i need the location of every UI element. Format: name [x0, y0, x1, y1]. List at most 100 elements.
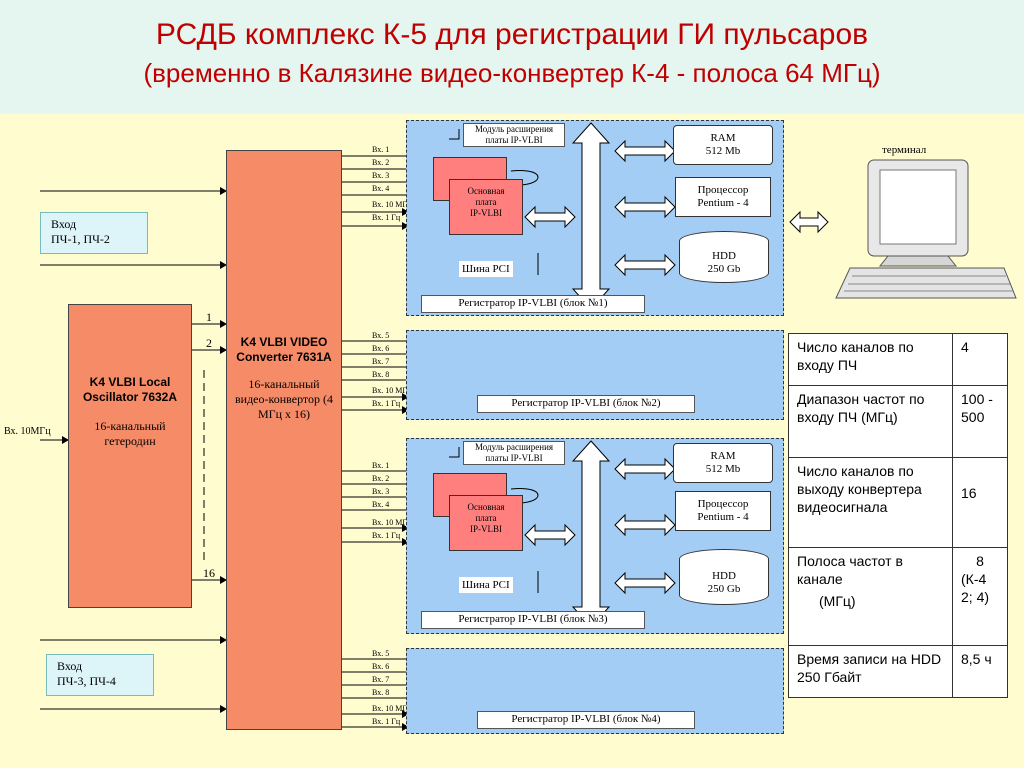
input-if34-box: Вход ПЧ-3, ПЧ-4 [46, 654, 154, 696]
in-label: Вх. 2 [372, 158, 390, 167]
channel-16-label: 16 [203, 566, 215, 580]
registrar-1-bus [449, 122, 676, 310]
hdd-line2: 250 Gb [707, 263, 741, 275]
registrar2-input-labels: Вх. 5 Вх. 6 Вх. 7 Вх. 8 Вх. 10 МГц Вх. 1… [372, 329, 412, 410]
terminal-label: терминал [882, 144, 927, 156]
registrar4-input-labels: Вх. 5 Вх. 6 Вх. 7 Вх. 8 Вх. 10 МГц Вх. 1… [372, 647, 412, 728]
table-row: Полоса частот в канале (МГц) 8 (К-4 2; 4… [788, 547, 1008, 646]
spec-param: Число каналов по выходу конвертера видео… [788, 457, 953, 548]
registrar-3: Основная плата IP-VLBI Модуль расширения… [406, 438, 784, 634]
mainboard-line2: плата [475, 197, 497, 207]
channel-2-label: 2 [206, 336, 212, 350]
registrar-4-label: Регистратор IP-VLBI (блок №4) [477, 711, 695, 729]
channel-1-label: 1 [206, 310, 212, 324]
main-board: Основная плата IP-VLBI [449, 179, 523, 235]
spec-value: 8 [976, 553, 984, 569]
oscillator-name: K4 VLBI Local Oscillator 7632A [82, 375, 178, 404]
input-if12-line1: Вход [51, 217, 77, 231]
hdd-line1: HDD [712, 570, 736, 582]
expansion-module-label: Модуль расширения платы IP-VLBI [463, 123, 565, 147]
local-oscillator-block: K4 VLBI Local Oscillator 7632A 16-каналь… [68, 304, 192, 608]
cpu-line1: Процессор [697, 184, 749, 196]
table-row: Время записи на HDD 250 Гбайт 8,5 ч [788, 645, 1008, 698]
in-label: Вх. 1 [372, 145, 390, 154]
page-subtitle: (временно в Калязине видео-конвертер К-4… [143, 58, 881, 88]
spec-param-unit: (МГц) [819, 593, 856, 609]
in-label: Вх. 10 МГц [372, 518, 412, 527]
spec-value: 4 [952, 333, 1008, 386]
page-title: РСДБ комплекс К-5 для регистрации ГИ пул… [155, 18, 869, 51]
spec-value: 8,5 ч [952, 645, 1008, 698]
in-label: Вх. 2 [372, 474, 390, 483]
registrar-1-label: Регистратор IP-VLBI (блок №1) [421, 295, 645, 313]
input-if12-line2: ПЧ-1, ПЧ-2 [51, 232, 110, 246]
module-line1: Модуль расширения [474, 442, 554, 452]
in-label: Вх. 1 Гц [372, 531, 401, 540]
ram-line1: RAM [710, 450, 736, 462]
hdd-drive: HDD 250 Gb [679, 549, 769, 605]
module-line2: платы IP-VLBI [485, 135, 543, 145]
table-row: Число каналов по выходу конвертера видео… [788, 457, 1008, 548]
in-label: Вх. 10 МГц [372, 386, 412, 395]
in-label: Вх. 1 Гц [372, 213, 401, 222]
input-if34-line1: Вход [57, 659, 83, 673]
spec-value: 100 - 500 [952, 385, 1008, 458]
in-label: Вх. 7 [372, 675, 390, 684]
registrar1-input-labels: Вх. 1 Вх. 2 Вх. 3 Вх. 4 Вх. 10 МГц Вх. 1… [372, 143, 412, 224]
spec-value: 16 [952, 457, 1008, 548]
pci-bus-label: Шина PCI [459, 577, 513, 593]
spec-value-note: (К-4 2; 4) [961, 571, 990, 605]
video-converter-block: K4 VLBI VIDEO Converter 7631A 16-канальн… [226, 150, 342, 730]
pci-bus-label: Шина PCI [459, 261, 513, 277]
in-label: Вх. 1 [372, 461, 390, 470]
in-label: Вх. 5 [372, 649, 390, 658]
registrar-2: Регистратор IP-VLBI (блок №2) [406, 330, 784, 420]
registrar-1: Основная плата IP-VLBI Модуль расширения… [406, 120, 784, 316]
table-row: Число каналов по входу ПЧ 4 [788, 333, 1008, 386]
in-label: Вх. 4 [372, 500, 390, 509]
ram-line2: 512 Mb [705, 463, 741, 475]
in-label: Вх. 1 Гц [372, 399, 401, 408]
spec-param: Диапазон частот по входу ПЧ (МГц) [788, 385, 953, 458]
spec-param: Число каналов по входу ПЧ [788, 333, 953, 386]
table-row: Диапазон частот по входу ПЧ (МГц) 100 - … [788, 385, 1008, 458]
in-label: Вх. 8 [372, 688, 390, 697]
mainboard-line1: Основная [467, 186, 505, 196]
hdd-line1: HDD [712, 250, 736, 262]
mainboard-line2: плата [475, 513, 497, 523]
in-label: Вх. 3 [372, 487, 390, 496]
mainboard-line3: IP-VLBI [470, 524, 502, 534]
main-board: Основная плата IP-VLBI [449, 495, 523, 551]
registrar-2-label: Регистратор IP-VLBI (блок №2) [477, 395, 695, 413]
registrar3-input-labels: Вх. 1 Вх. 2 Вх. 3 Вх. 4 Вх. 10 МГц Вх. 1… [372, 459, 412, 542]
cpu-box: Процессор Pentium - 4 [675, 177, 771, 217]
oscillator-desc: 16-канальный гетеродин [94, 419, 166, 448]
cpu-box: Процессор Pentium - 4 [675, 491, 771, 531]
mainboard-line3: IP-VLBI [470, 208, 502, 218]
cpu-line2: Pentium - 4 [697, 197, 749, 209]
hdd-drive: HDD 250 Gb [679, 231, 769, 283]
ram-line1: RAM [710, 132, 736, 144]
cpu-line1: Процессор [697, 498, 749, 510]
module-line2: платы IP-VLBI [485, 453, 543, 463]
in-label: Вх. 10 МГц [372, 704, 412, 713]
in-label: Вх. 8 [372, 370, 390, 379]
expansion-module-label: Модуль расширения платы IP-VLBI [463, 441, 565, 465]
hdd-line2: 250 Gb [707, 583, 741, 595]
in-label: Вх. 6 [372, 662, 390, 671]
converter-desc: 16-канальный видео-конвертор (4 МГц х 16… [234, 377, 333, 421]
in-label: Вх. 7 [372, 357, 390, 366]
ram-line2: 512 Mb [705, 145, 741, 157]
header-band [0, 0, 1024, 114]
oscillator-10mhz-label: Вх. 10МГц [4, 426, 51, 437]
in-label: Вх. 6 [372, 344, 390, 353]
registrar-4: Регистратор IP-VLBI (блок №4) [406, 648, 784, 734]
in-label: Вх. 4 [372, 184, 390, 193]
spec-param: Полоса частот в канале [797, 553, 903, 587]
in-label: Вх. 10 МГц [372, 200, 412, 209]
registrar-3-label: Регистратор IP-VLBI (блок №3) [421, 611, 645, 629]
input-if34-line2: ПЧ-3, ПЧ-4 [57, 674, 116, 688]
spec-value-cell: 8 (К-4 2; 4) [952, 547, 1008, 646]
ram-module: RAM 512 Mb [673, 125, 773, 165]
in-label: Вх. 5 [372, 331, 390, 340]
